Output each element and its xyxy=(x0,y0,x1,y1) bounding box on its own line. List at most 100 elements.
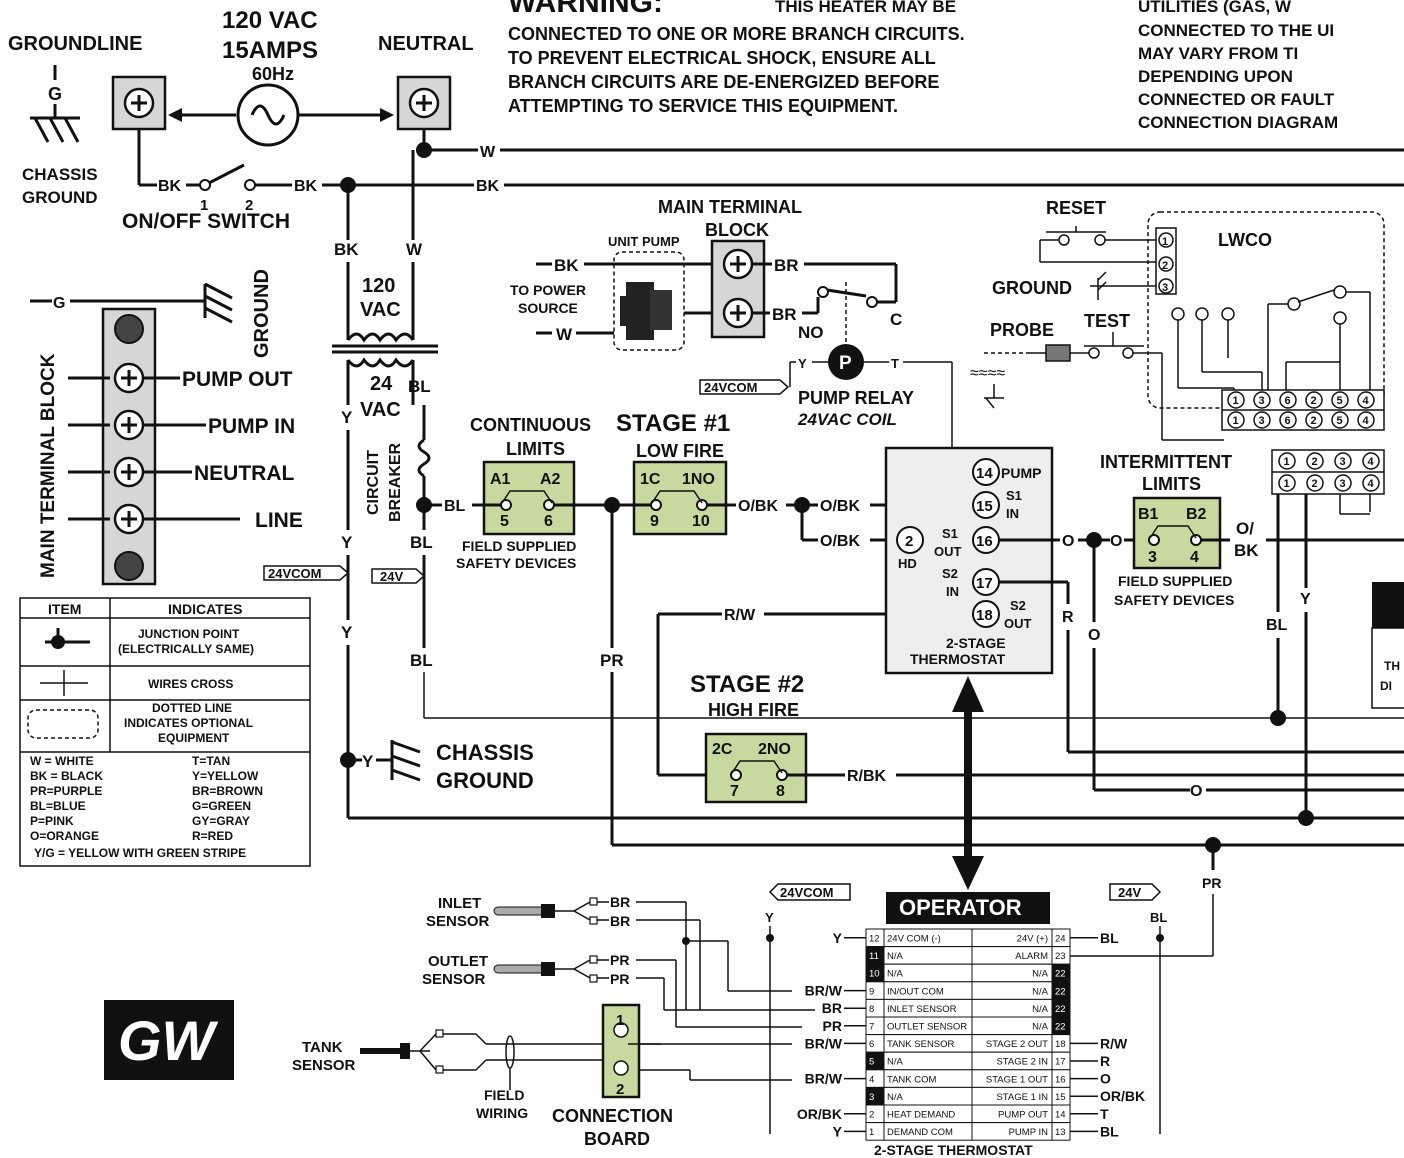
legend-col-item: ITEM xyxy=(48,601,81,617)
probe-icon xyxy=(1045,344,1071,362)
svg-text:TH: TH xyxy=(1384,659,1400,673)
outlet-sensor-label-2: SENSOR xyxy=(422,971,486,988)
svg-text:24: 24 xyxy=(370,373,393,395)
high-fire-label: HIGH FIRE xyxy=(708,700,799,720)
dotted-line-icon xyxy=(27,709,99,739)
neutral-label: NEUTRAL xyxy=(378,33,474,55)
operator-left-wire-label: PR xyxy=(823,1018,842,1034)
svg-text:S2: S2 xyxy=(1010,598,1026,613)
svg-text:O: O xyxy=(1190,783,1202,800)
lwco-pin-3 xyxy=(1253,411,1271,429)
high-fire-box xyxy=(704,732,808,804)
operator-left-num: 2 xyxy=(869,1110,874,1121)
lwco-pin-1 xyxy=(1227,411,1245,429)
svg-text:6: 6 xyxy=(544,513,553,530)
svg-text:Y: Y xyxy=(341,408,353,427)
svg-text:Y=YELLOW: Y=YELLOW xyxy=(192,769,259,783)
continuous-limits-box xyxy=(482,460,576,536)
operator-right-label: STAGE 1 IN xyxy=(996,1092,1048,1103)
relay-pin-number: 4 xyxy=(1368,478,1375,490)
operator-left-label: N/A xyxy=(887,1092,904,1103)
note-line5: CONNECTED OR FAULT xyxy=(1138,90,1335,109)
warning-line4: BRANCH CIRCUITS ARE DE-ENERGIZED BEFORE xyxy=(508,72,939,92)
svg-text:O: O xyxy=(1062,533,1074,550)
unit-pump-label: UNIT PUMP xyxy=(608,234,680,249)
probe-label: PROBE xyxy=(990,320,1054,340)
svg-text:DOTTED LINE: DOTTED LINE xyxy=(152,701,232,715)
operator-left-label: N/A xyxy=(887,951,904,962)
operator-left-wire-label: BR/W xyxy=(805,1035,843,1051)
note-line2: CONNECTED TO THE UI xyxy=(1138,21,1334,40)
chassis-ground-label: CHASSIS xyxy=(436,740,534,765)
svg-text:Y/G = YELLOW WITH GREEN STRIPE: Y/G = YELLOW WITH GREEN STRIPE xyxy=(34,846,246,860)
lwco-pin-6 xyxy=(1279,391,1297,409)
operator-left-label: 24V COM (-) xyxy=(887,934,941,945)
svg-text:7: 7 xyxy=(730,783,739,800)
limits-label: LIMITS xyxy=(506,439,565,459)
groundline-label: GROUNDLINE xyxy=(8,33,142,55)
lwco-pin-1 xyxy=(1227,391,1245,409)
svg-text:BR: BR xyxy=(610,894,630,910)
svg-text:R: R xyxy=(1062,609,1074,626)
tag-24vcom-1: 24VCOM xyxy=(268,566,321,581)
connection-board-label-2: BOARD xyxy=(584,1129,650,1149)
svg-text:O/BK: O/BK xyxy=(820,533,860,550)
field-supplied-1: FIELD SUPPLIED xyxy=(462,538,576,554)
operator-right-label: STAGE 2 OUT xyxy=(986,1039,1048,1050)
svg-text:EQUIPMENT: EQUIPMENT xyxy=(158,731,230,745)
tank-sensor-label-1: TANK xyxy=(302,1039,343,1056)
svg-text:O: O xyxy=(1110,533,1122,550)
main-terminal-block xyxy=(101,307,157,586)
svg-text:1NO: 1NO xyxy=(682,471,715,488)
relay-pin-4 xyxy=(1362,474,1380,492)
connection-board-box xyxy=(601,1003,641,1099)
operator-left-label: N/A xyxy=(887,1057,904,1068)
svg-text:O: O xyxy=(1088,627,1100,644)
operator-footer: 2-STAGE THERMOSTAT xyxy=(874,1142,1033,1158)
lwco-pin-number: 3 xyxy=(1259,415,1265,427)
svg-text:BL=BLUE: BL=BLUE xyxy=(30,799,86,813)
tag-24vcom-2: 24VCOM xyxy=(704,380,757,395)
safety-devices-2: SAFETY DEVICES xyxy=(1114,592,1234,608)
operator-left-wire-label: Y xyxy=(833,1123,843,1139)
lwco-pin-number: 2 xyxy=(1311,395,1317,407)
svg-text:(ELECTRICALLY SAME): (ELECTRICALLY SAME) xyxy=(118,642,254,656)
lwco-pin-number: 5 xyxy=(1337,415,1343,427)
relay-pin-1 xyxy=(1278,452,1296,470)
svg-text:O/BK: O/BK xyxy=(738,498,778,515)
legend-row2: WIRES CROSS xyxy=(148,677,233,691)
operator-left-num: 8 xyxy=(869,1004,874,1015)
svg-text:1: 1 xyxy=(1162,236,1168,248)
svg-text:BL: BL xyxy=(1266,617,1288,634)
stage1-title: STAGE #1 xyxy=(616,410,730,437)
to-power-label-1: TO POWER xyxy=(510,282,586,298)
test-label: TEST xyxy=(1084,311,1130,331)
lwco-pin-number: 6 xyxy=(1285,395,1291,407)
operator-right-wire-label: T xyxy=(1100,1106,1109,1122)
warning-line5: ATTEMPTING TO SERVICE THIS EQUIPMENT. xyxy=(508,96,898,116)
operator-left-label: DEMAND COM xyxy=(887,1127,953,1138)
transformer-primary-coil xyxy=(346,332,415,343)
operator-left-wire-label: BR/W xyxy=(805,983,843,999)
operator-right-label: STAGE 1 OUT xyxy=(986,1074,1048,1085)
svg-text:2: 2 xyxy=(1162,260,1168,272)
operator-right-wire-label: O xyxy=(1100,1071,1111,1087)
relay-pin-1 xyxy=(1278,474,1296,492)
warning-line3: TO PREVENT ELECTRICAL SHOCK, ENSURE ALL xyxy=(508,48,936,68)
warning-line1: THIS HEATER MAY BE xyxy=(775,0,956,16)
chassis-ground-icon-2 xyxy=(390,740,421,782)
svg-text:SOURCE: SOURCE xyxy=(518,300,578,316)
operator-right-wire-label: OR/BK xyxy=(1100,1088,1145,1104)
svg-text:BK = BLACK: BK = BLACK xyxy=(30,769,103,783)
operator-left-num: 4 xyxy=(869,1074,874,1085)
svg-text:1C: 1C xyxy=(640,471,661,488)
field-supplied-2: FIELD SUPPLIED xyxy=(1118,573,1232,589)
therm-hd-label: HD xyxy=(898,556,917,571)
svg-text:BL: BL xyxy=(408,377,431,396)
svg-text:W: W xyxy=(556,325,573,344)
therm-pump-label: PUMP xyxy=(1001,465,1041,481)
tag-24v-1: 24V xyxy=(380,569,403,584)
svg-text:BK: BK xyxy=(1234,541,1259,560)
circuit-breaker-label: CIRCUIT xyxy=(365,450,382,515)
ground-icon xyxy=(203,282,233,324)
